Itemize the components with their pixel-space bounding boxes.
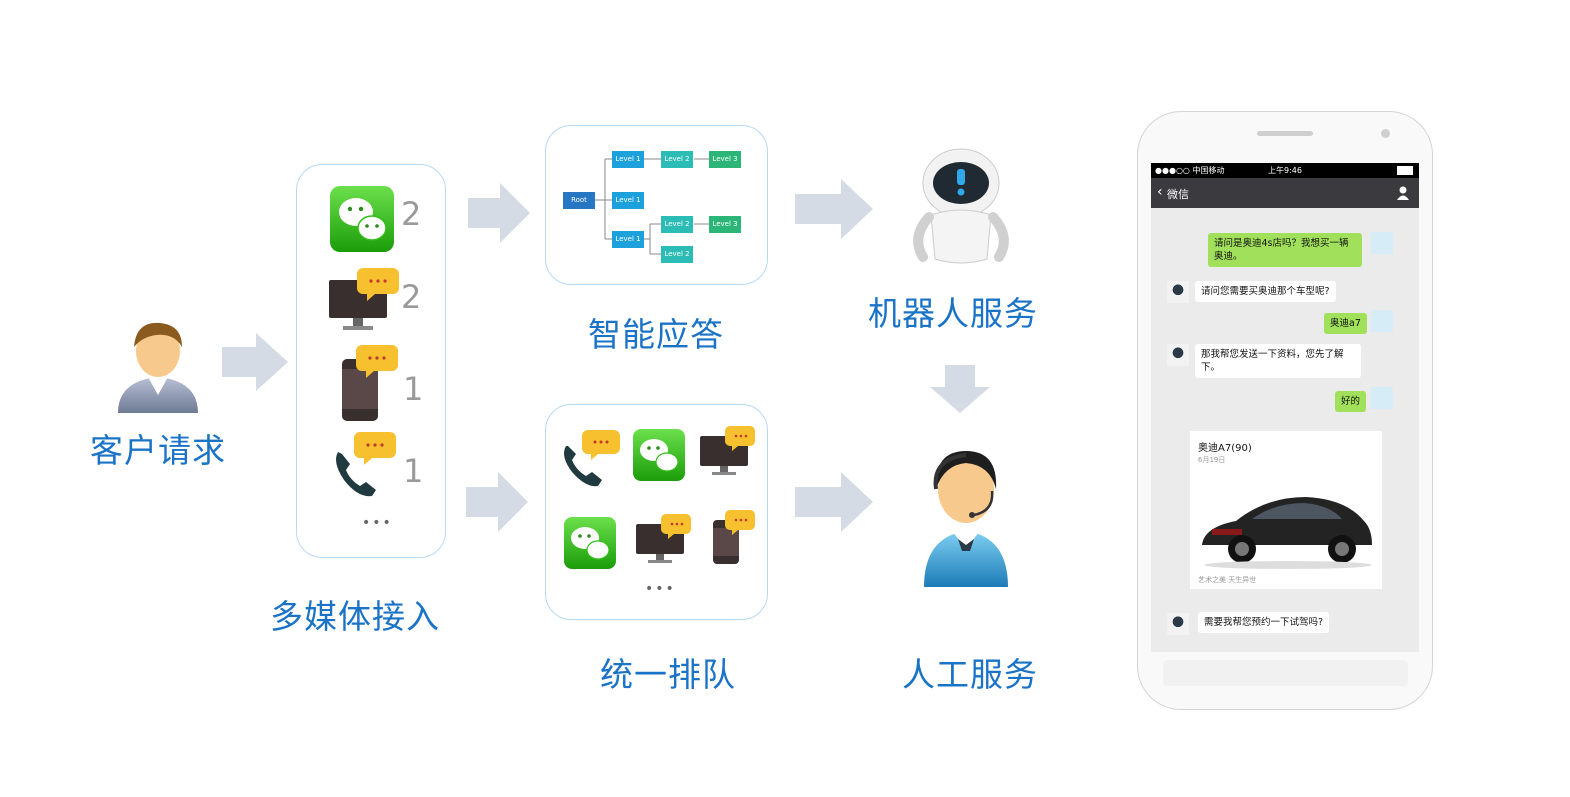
phone-camera	[1381, 129, 1390, 138]
card-footer: 艺术之美 天生异世	[1198, 575, 1256, 585]
channel-count: 1	[403, 452, 423, 490]
tree-level3-node: Level 3	[709, 151, 741, 168]
tree-level2-node: Level 2	[661, 246, 693, 263]
chat-bubble-user: 奥迪a7	[1324, 313, 1367, 334]
more-dots: •••	[362, 515, 393, 531]
arrow-icon	[795, 179, 873, 239]
user-avatar	[1371, 387, 1393, 409]
article-card[interactable]: 奥迪A7(90) 6月19日 艺术之美 天生异世	[1190, 431, 1382, 589]
channel-count: 2	[401, 195, 421, 233]
wechat-icon	[330, 186, 394, 252]
tree-root-node: Root	[563, 192, 595, 209]
card-date: 6月19日	[1198, 455, 1225, 465]
monitor-chat-icon	[700, 424, 756, 480]
phone-chat-icon	[560, 428, 624, 492]
wechat-icon	[564, 517, 616, 569]
phone-chat-icon	[330, 430, 400, 500]
monitor-chat-icon	[329, 264, 399, 334]
mobile-chat-icon	[712, 508, 758, 566]
chat-navbar: ‹ 微信	[1151, 178, 1419, 208]
monitor-chat-icon	[636, 512, 694, 570]
unified-queue-label: 统一排队	[600, 648, 736, 696]
robot-avatar	[1167, 281, 1189, 303]
user-avatar	[1371, 232, 1393, 254]
more-dots: •••	[645, 581, 676, 597]
chat-bubble-user: 请问是奥迪4s店吗？我想买一辆奥迪。	[1208, 233, 1362, 267]
chat-bubble-agent: 请问您需要买奥迪那个车型呢?	[1195, 281, 1336, 302]
tree-level2-node: Level 2	[661, 151, 693, 168]
mobile-chat-icon	[340, 343, 400, 423]
human-service-label: 人工服务	[902, 648, 1038, 696]
arrow-icon	[466, 472, 528, 532]
chat-bubble-user: 好的	[1335, 391, 1366, 412]
customer-request-label: 客户请求	[90, 424, 226, 472]
wechat-icon	[633, 429, 685, 481]
tree-level1-node: Level 1	[612, 192, 644, 209]
arrow-icon	[468, 183, 530, 243]
user-avatar	[1371, 310, 1393, 332]
tree-level1-node: Level 1	[612, 231, 644, 248]
status-time: 上午9:46	[1268, 165, 1302, 176]
tree-level3-node: Level 3	[709, 216, 741, 233]
chat-bubble-agent: 需要我帮您预约一下试驾吗?	[1198, 612, 1329, 633]
channel-count: 2	[401, 278, 421, 316]
carrier-text: ●●●○○ 中国移动	[1155, 165, 1224, 176]
human-agent-icon	[918, 445, 1014, 590]
arrow-icon	[222, 333, 288, 391]
contact-icon[interactable]	[1397, 186, 1409, 200]
robot-icon	[905, 145, 1017, 267]
chat-bubble-agent: 那我帮您发送一下资料，您先了解下。	[1195, 344, 1361, 378]
robot-avatar	[1167, 344, 1189, 366]
card-title: 奥迪A7(90)	[1198, 439, 1252, 454]
tree-level1-node: Level 1	[612, 151, 644, 168]
status-bar: ●●●○○ 中国移动 上午9:46	[1151, 163, 1419, 178]
customer-avatar-icon	[112, 315, 204, 415]
arrow-down-icon	[930, 365, 990, 413]
channel-count: 1	[403, 370, 423, 408]
phone-screen: ●●●○○ 中国移动 上午9:46 ‹ 微信 请问是奥迪4s店吗？我想买一辆奥迪…	[1151, 163, 1419, 652]
battery-icon	[1397, 166, 1413, 175]
back-label[interactable]: 微信	[1167, 186, 1189, 202]
phone-speaker	[1257, 131, 1313, 136]
car-image	[1196, 475, 1376, 571]
robot-avatar	[1167, 613, 1189, 635]
phone-home-area	[1163, 660, 1408, 686]
back-chevron-icon[interactable]: ‹	[1157, 184, 1163, 200]
arrow-icon	[795, 472, 873, 532]
smart-answer-label: 智能应答	[588, 308, 724, 356]
robot-service-label: 机器人服务	[868, 287, 1038, 335]
tree-level2-node: Level 2	[661, 216, 693, 233]
multimedia-access-label: 多媒体接入	[270, 590, 440, 638]
